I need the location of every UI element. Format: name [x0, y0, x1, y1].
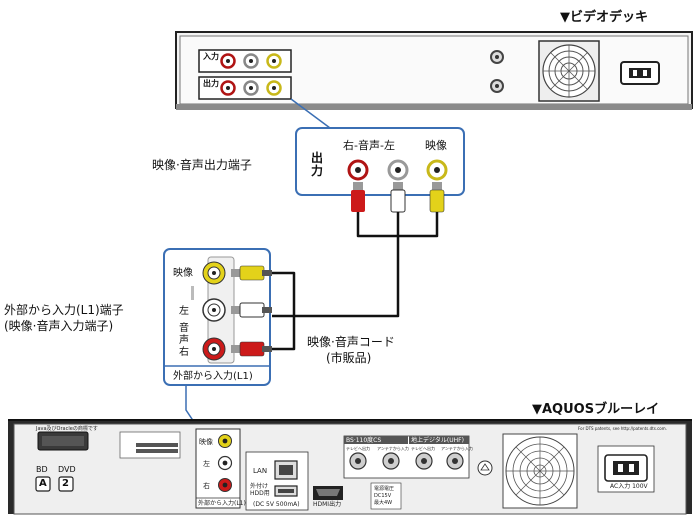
in-jack-right [202, 337, 226, 361]
ant-label-1: テレビへ出力 [346, 446, 370, 451]
supply-max-label: 最大4W [374, 500, 393, 506]
dvd-label: DVD [58, 465, 76, 474]
cable-label-2: (市販品) [326, 351, 372, 365]
vcr-callout-line [290, 98, 331, 129]
zoom-in-left-label: 左 [179, 306, 189, 317]
zoom-in-right-label: 右 [179, 347, 189, 358]
ant-label-4: アンテナから入力 [441, 446, 473, 451]
lan-port-icon [274, 460, 298, 480]
recorder-power-socket-icon [604, 454, 648, 482]
vcr-power-socket-icon [620, 61, 660, 85]
recorder-java-note: Java及びOracleの商標です [36, 426, 98, 432]
zoom-in-voice-label: 声 [179, 335, 189, 346]
hdd-label-1: 外付け [250, 483, 269, 490]
recycle-mark-icon [477, 460, 493, 476]
vcr-antenna-jacks [490, 50, 504, 93]
recorder-in-left-label: 左 [203, 460, 210, 468]
vcr-row-out-label: 出力 [203, 79, 219, 88]
in-jack-video [202, 261, 226, 285]
ant-label-3: テレビへ出力 [411, 446, 435, 451]
patents-note: For DTS patents, see http://patents.dts.… [578, 426, 667, 431]
zoom-in-video-label: 映像 [173, 268, 193, 279]
usb-port-icon [274, 485, 298, 497]
vcr-in-jacks [220, 53, 282, 69]
zoom-out-video-label: 映像 [425, 139, 447, 152]
zoom-in-audio-label: 音 [179, 323, 189, 334]
lan-label: LAN [253, 467, 268, 475]
bd-badge-letter: A [39, 478, 47, 489]
vcr-out-jacks [220, 80, 282, 96]
bd-label: BD [36, 465, 48, 474]
dvd-badge-icon [58, 476, 74, 492]
zoom-in-footer-label: 外部から入力(L1) [173, 371, 253, 382]
in-jack-left [202, 298, 226, 322]
ext-in-label-1: 外部から入力(L1)端子 [4, 303, 124, 317]
out-terminal-label: 映像·音声出力端子 [152, 158, 252, 172]
hdmi-port-icon [313, 486, 343, 500]
vcr-row-in-label: 入力 [203, 52, 219, 61]
in-plug-red [231, 341, 272, 357]
out-plug-yellow [429, 182, 445, 213]
hdmi-label: HDMI出力 [313, 501, 342, 508]
recorder-in-video-label: 映像 [199, 438, 213, 446]
recorder-in-footer-label: 外部から入力(L1) [198, 500, 246, 507]
out-plug-white [390, 182, 406, 213]
recorder-fan-icon [502, 433, 578, 509]
zoom-out-box [295, 127, 465, 196]
ac-label: AC入力 100V [610, 483, 648, 490]
ant-label-2: アンテナから入力 [377, 446, 409, 451]
bs-label: BS·110度CS [346, 437, 382, 444]
supply-label: 電源電圧 [374, 486, 395, 492]
hdd-power-label: (DC 5V 500mA) [253, 501, 300, 508]
in-plug-yellow [231, 265, 272, 281]
recorder-in-right-label: 右 [203, 482, 210, 490]
ext-in-label-2: (映像·音声入力端子) [4, 319, 114, 333]
chideji-label: 地上デジタル(UHF) [411, 437, 464, 444]
bd-badge-icon [35, 476, 51, 492]
cable-label-1: 映像·音声コード [307, 335, 395, 349]
zoom-out-audio-label: 右-音声-左 [343, 139, 395, 152]
supply-dc-label: DC15V [374, 493, 392, 499]
hdd-label-2: HDD用 [250, 490, 270, 497]
in-plug-white [231, 302, 272, 318]
vcr-title: ▼ビデオデッキ [560, 10, 648, 25]
dvd-badge-letter: 2 [62, 478, 69, 489]
recorder-title: ▼AQUOSブルーレイ [532, 402, 660, 417]
vcr-fan-icon [538, 40, 600, 102]
zoom-out-side-label: 出力 [311, 151, 324, 178]
av-cable [272, 212, 439, 351]
out-plug-red [351, 182, 365, 212]
antenna-jacks [349, 452, 464, 470]
